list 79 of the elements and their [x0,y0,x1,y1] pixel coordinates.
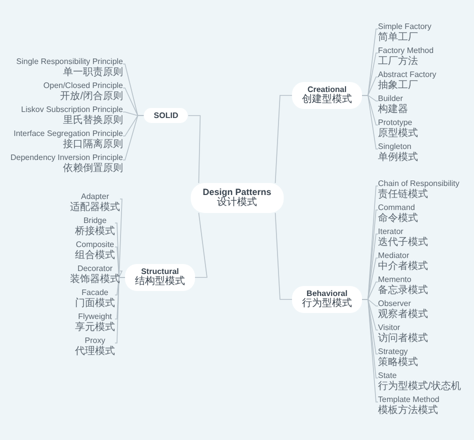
topic-translation: 设计模式 [217,197,258,209]
topic-label: Mediator [378,252,410,260]
topic-label: Flyweight [77,313,113,322]
topic-label: Open/Closed Principle [43,82,123,91]
topic-label: Strategy [378,348,409,356]
topic-label: Single Responsibility Principle [16,58,123,66]
topic-translation: 结构型模式 [135,276,185,288]
topic-label: Observer [378,300,412,308]
topic-translation: 构建器 [378,104,408,115]
main-topic-bubble [292,286,362,313]
topic-translation: 单一职责原则 [62,66,123,78]
connector-line [362,298,378,402]
topic-label: Visitor [378,324,402,332]
topic-translation: 接口隔离原则 [62,138,123,150]
connector-line [122,115,144,160]
central-topic-bubble [190,183,284,213]
topic-label: Factory Method [378,47,434,56]
topic-title: Design Patterns [202,187,272,197]
topic-translation: 组合模式 [75,250,115,261]
topic-label: Composite [75,241,115,250]
connector-line [274,212,292,300]
topic-translation: 中介者模式 [378,260,428,272]
topic-label: Abstract Factory [378,71,436,80]
topic-translation: 简单工厂 [378,32,419,43]
topic-translation: 模板方法模式 [378,404,439,416]
topic-label: Chain of Responsibility [378,180,460,188]
topic-label: Singleton [378,143,412,152]
topic-translation: 装饰器模式 [70,274,120,285]
connector-line [188,115,201,184]
topic-translation: 行为型模式 [302,298,352,310]
topic-label: Dependency Inversion Principle [10,154,123,162]
topic-label: Proxy [84,337,106,346]
topic-translation: 门面模式 [75,298,115,309]
topic-translation: 创建型模式 [302,94,352,106]
topic-translation: 抽象工厂 [378,80,419,91]
topic-translation: 策略模式 [378,356,418,368]
topic-label: Iterator [378,228,404,236]
connector-line [274,94,292,184]
topic-label: Template Method [378,396,440,404]
topic-translation: 里氏替换原则 [62,114,123,126]
topic-translation: 适配器模式 [70,202,120,213]
main-topic-bubble [144,108,188,124]
topic-title: Structural [141,267,179,276]
topic-label: Liskov Subscription Principle [21,106,123,114]
topic-translation: 迭代子模式 [378,236,428,248]
topic-translation: 桥接模式 [75,226,115,237]
connector-line [118,270,126,278]
topic-translation: 依赖倒置原则 [62,162,123,174]
topic-label: Facade [80,289,110,298]
topic-label: State [378,372,398,380]
topic-translation: 单例模式 [378,152,418,163]
topic-translation: 工厂方法 [378,56,419,67]
topic-translation: 命令模式 [378,212,418,224]
connector-line [114,276,126,344]
topic-label: Bridge [82,217,108,226]
topic-translation: 访问者模式 [378,332,428,344]
topic-label: Adapter [80,193,110,202]
topic-label: Decorator [76,265,114,274]
topic-translation: 责任链模式 [378,188,429,200]
topic-translation: 开放/闭合原则 [59,90,123,102]
connector-line [362,94,378,150]
main-topic-bubble [125,264,195,291]
connector-line [194,212,208,278]
topic-translation: 行为型模式/状态机 [378,380,461,392]
topic-title: Behavioral [306,289,348,298]
main-topic-bubble [292,82,362,109]
topic-label: Simple Factory [378,23,432,32]
topic-translation: 享元模式 [75,322,115,333]
topic-label: Builder [378,95,404,104]
topic-translation: 代理模式 [75,346,115,357]
topic-label: Prototype [378,119,414,128]
topic-label: Memento [378,276,412,284]
topic-translation: 观察者模式 [378,308,428,320]
topic-title: Creational [306,85,347,94]
topic-translation: 备忘录模式 [378,284,428,296]
topic-label: Interface Segregation Principle [14,130,123,138]
topic-label: Command [378,204,416,212]
topic-title: SOLID [154,111,178,120]
topic-translation: 原型模式 [378,128,418,139]
